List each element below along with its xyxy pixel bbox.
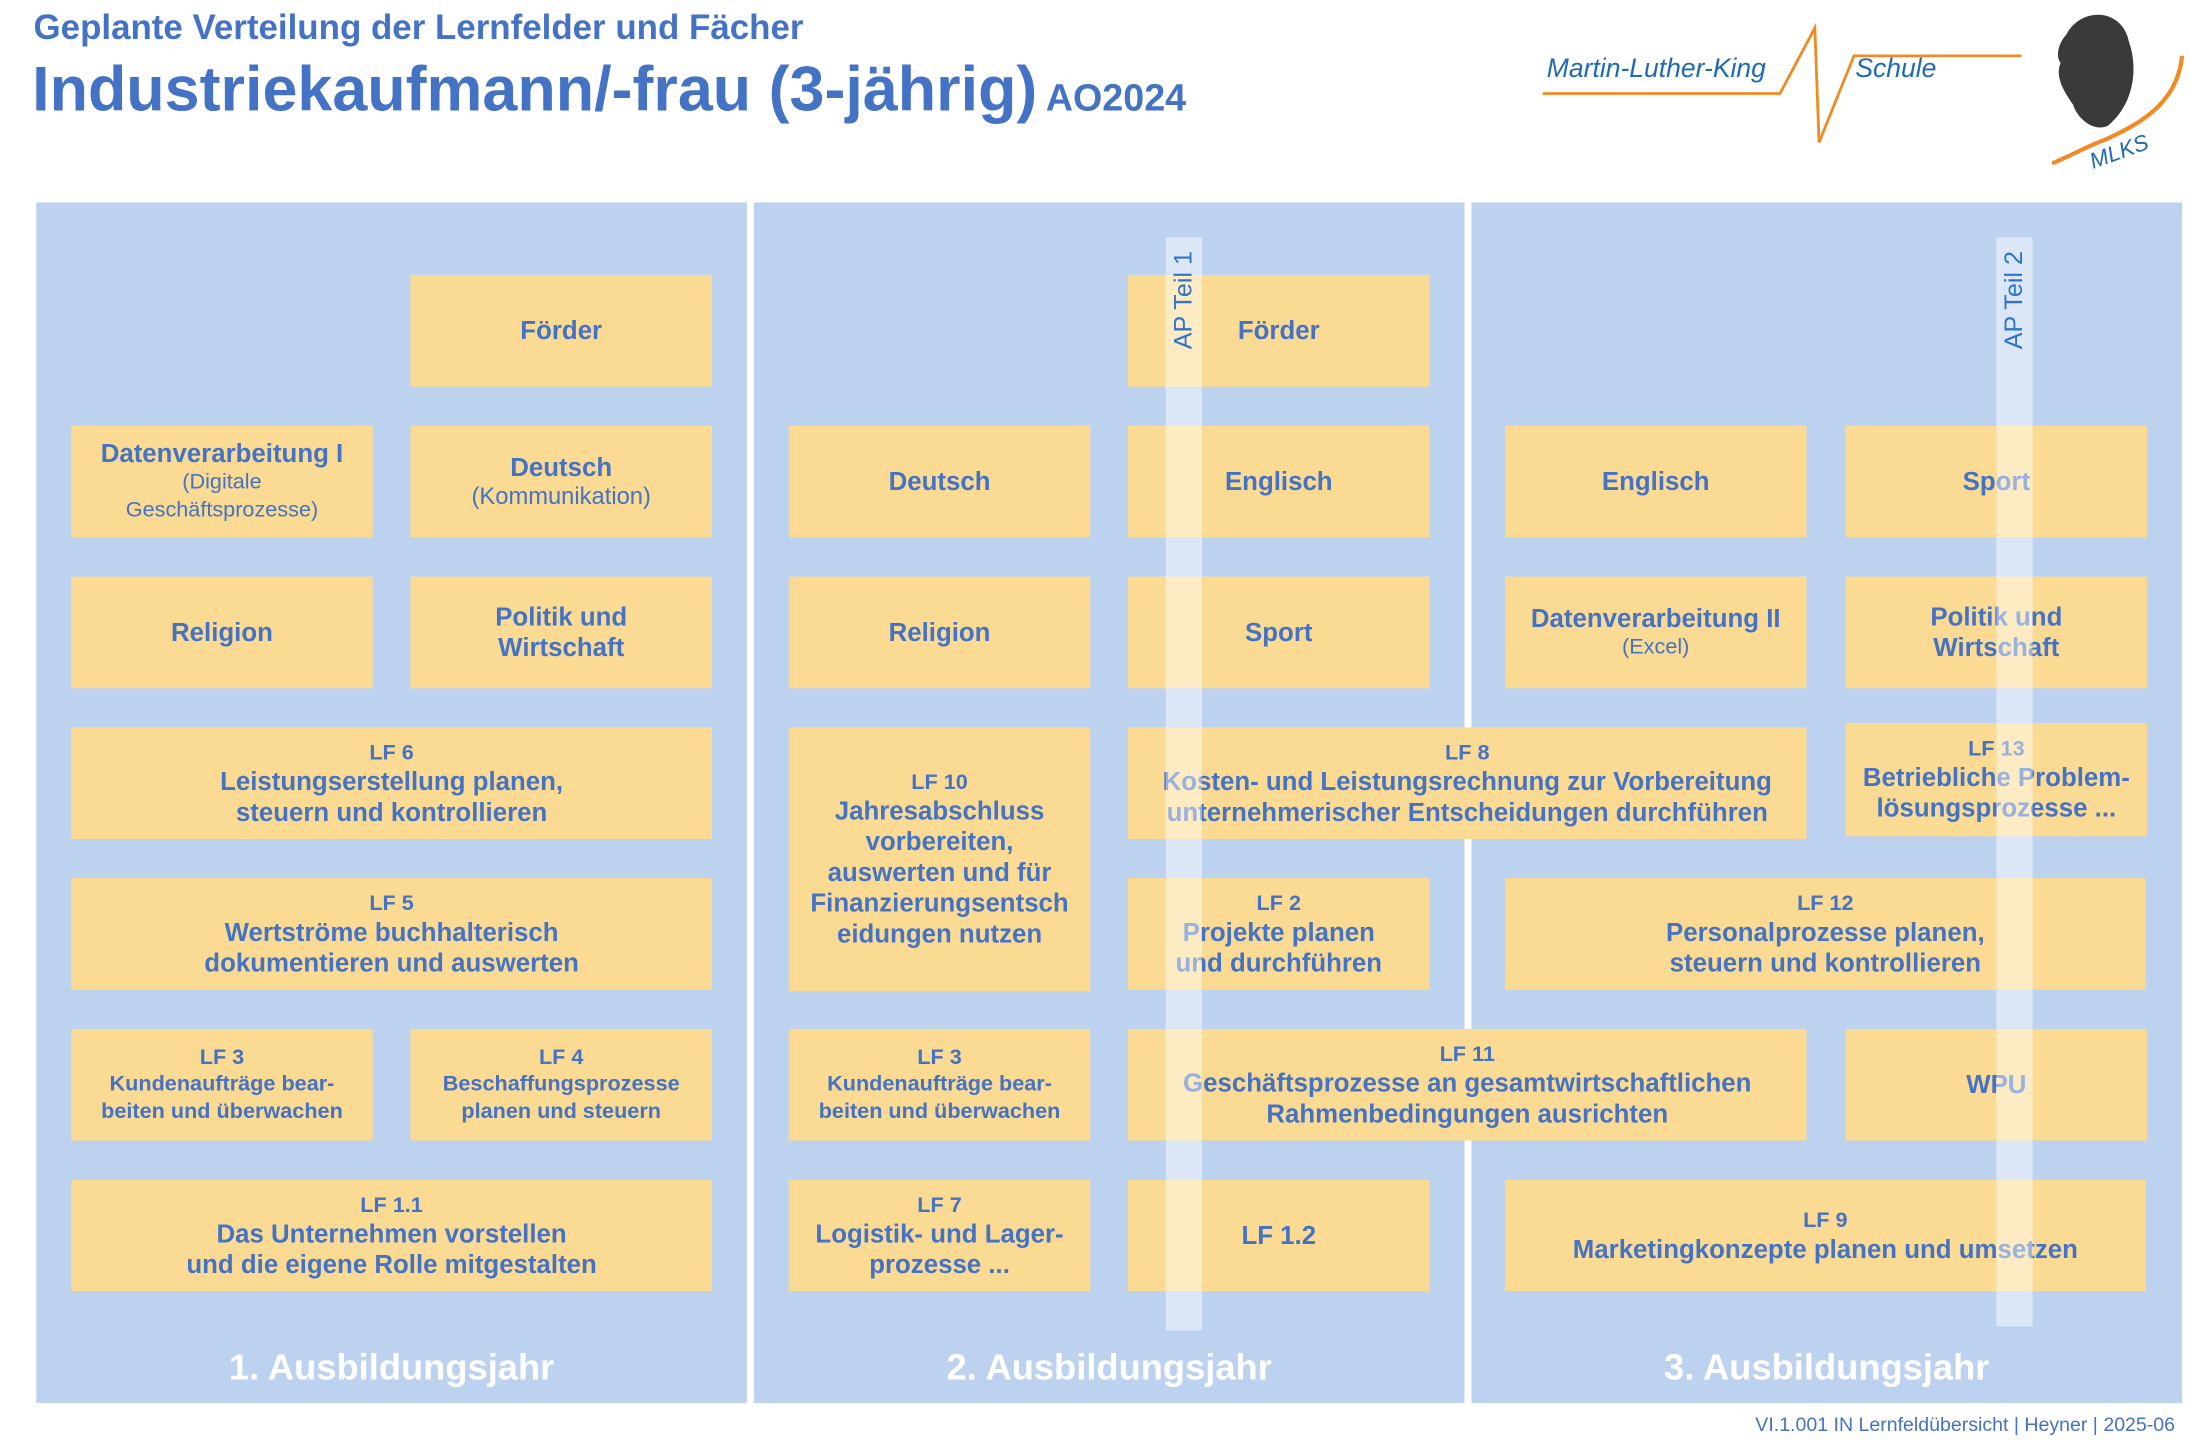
exam-marker-ap1: AP Teil 1 xyxy=(1165,237,1202,1331)
page-title: Industriekaufmann/-frau (3-jährig)AO2024 xyxy=(32,53,1186,126)
box-datenverarbeitung-1: Datenverarbeitung I(Digitale Geschäftspr… xyxy=(71,425,373,538)
box-foerder-2: Förder xyxy=(1128,275,1430,387)
box-sublabel: (Kommunikation) xyxy=(471,483,651,510)
box-sport-2: Sport xyxy=(1128,576,1430,689)
year-2-label: 2. Ausbildungsjahr xyxy=(946,1345,1272,1388)
box-code: LF 5 xyxy=(369,891,414,916)
box-politik-3: Politik und Wirtschaft xyxy=(1845,576,2148,689)
box-datenverarbeitung-2: Datenverarbeitung II(Excel) xyxy=(1504,576,1807,689)
box-label: Sport xyxy=(1245,617,1313,647)
box-englisch-3: Englisch xyxy=(1504,425,1807,538)
box-code: LF 11 xyxy=(1439,1042,1495,1066)
exam-marker-ap2: AP Teil 2 xyxy=(1996,237,2033,1327)
box-label: Förder xyxy=(520,315,603,345)
box-label: Sport xyxy=(1962,466,2031,496)
box-label: Geschäftsprozesse an gesamtwirtschaftlic… xyxy=(1183,1067,1752,1128)
box-code: LF 3 xyxy=(199,1044,245,1069)
box-label: Personalprozesse planen, steuern und kon… xyxy=(1665,916,1985,977)
box-label: LF 1.2 xyxy=(1241,1220,1317,1250)
box-label: Religion xyxy=(888,617,991,647)
logo-text-right: Schule xyxy=(1855,53,1936,83)
box-code: LF 1.1 xyxy=(360,1192,423,1217)
box-label: Leistungserstellung planen, steuern und … xyxy=(220,765,564,826)
box-sport-3: Sport xyxy=(1845,425,2148,538)
box-code: LF 9 xyxy=(1803,1208,1848,1233)
box-deutsch: Deutsch(Kommunikation) xyxy=(410,425,712,538)
box-deutsch-2: Deutsch xyxy=(788,425,1091,538)
box-code: LF 8 xyxy=(1444,740,1490,765)
ordinance-label: AO2024 xyxy=(1045,76,1187,119)
box-code: LF 2 xyxy=(1256,891,1302,916)
box-label: Kosten- und Leistungsrechnung zur Vorber… xyxy=(1162,765,1772,826)
box-label: Politik und Wirtschaft xyxy=(495,601,628,662)
box-label: Projekte planen und durchführen xyxy=(1175,916,1383,977)
box-wpu: WPU xyxy=(1845,1028,2148,1141)
page-subtitle: Geplante Verteilung der Lernfelder und F… xyxy=(33,8,804,48)
box-label: Kundenaufträge bear- beiten und überwach… xyxy=(101,1071,343,1124)
box-code: LF 10 xyxy=(911,770,968,795)
box-politik: Politik und Wirtschaft xyxy=(410,576,712,689)
box-label: Logistik- und Lager- prozesse ... xyxy=(815,1218,1064,1279)
box-label: Marketingkonzepte planen und umsetzen xyxy=(1572,1233,2078,1263)
box-lf1-2: LF 1.2 xyxy=(1128,1179,1430,1292)
box-label: Das Unternehmen vorstellen und die eigen… xyxy=(186,1218,597,1279)
exam-marker-label: AP Teil 1 xyxy=(1169,251,1198,350)
box-englisch-2: Englisch xyxy=(1128,425,1430,538)
box-code: LF 13 xyxy=(1968,737,2025,761)
exam-marker-label: AP Teil 2 xyxy=(1999,251,2028,350)
footer-version: VI.1.001 IN Lernfeldübersicht | Heyner |… xyxy=(1755,1412,2176,1436)
logo-initials: MLKS xyxy=(2086,129,2152,173)
box-label: Religion xyxy=(171,617,273,647)
box-label: WPU xyxy=(1966,1069,2027,1099)
box-label: Jahresabschluss vorbereiten, auswerten u… xyxy=(810,795,1069,948)
box-label: Politik und Wirtschaft xyxy=(1930,601,2063,662)
box-label: Wertströme buchhalterisch dokumentieren … xyxy=(204,916,579,977)
box-label: Kundenaufträge bear- beiten und überwach… xyxy=(818,1071,1061,1124)
box-label: Förder xyxy=(1237,315,1320,345)
box-code: LF 4 xyxy=(538,1044,584,1069)
box-religion: Religion xyxy=(71,576,373,689)
box-label: Datenverarbeitung II xyxy=(1530,603,1781,633)
box-label: Datenverarbeitung I xyxy=(100,438,344,468)
title-text: Industriekaufmann/-frau (3-jährig) xyxy=(32,53,1038,125)
year-3-label: 3. Ausbildungsjahr xyxy=(1664,1345,1990,1388)
box-code: LF 12 xyxy=(1797,891,1854,916)
box-code: LF 3 xyxy=(917,1044,962,1069)
box-label: Englisch xyxy=(1224,466,1333,496)
box-label: Betriebliche Problem- lösungsprozesse ..… xyxy=(1862,762,2130,823)
box-label: Beschaffungsprozesse planen und steuern xyxy=(442,1071,680,1124)
box-label: Deutsch xyxy=(510,452,613,482)
school-logo: Martin-Luther-King Schule MLKS xyxy=(1536,7,2189,175)
box-label: Englisch xyxy=(1601,466,1710,496)
year-1-label: 1. Ausbildungsjahr xyxy=(228,1345,555,1388)
box-religion-2: Religion xyxy=(788,576,1091,689)
box-code: LF 6 xyxy=(369,740,414,765)
box-label: Deutsch xyxy=(888,466,991,496)
logo-text-left: Martin-Luther-King xyxy=(1547,53,1766,83)
box-sublabel: (Digitale Geschäftsprozesse) xyxy=(125,470,319,523)
box-code: LF 7 xyxy=(917,1192,962,1217)
box-sublabel: (Excel) xyxy=(1622,635,1690,659)
box-foerder: Förder xyxy=(410,275,712,387)
